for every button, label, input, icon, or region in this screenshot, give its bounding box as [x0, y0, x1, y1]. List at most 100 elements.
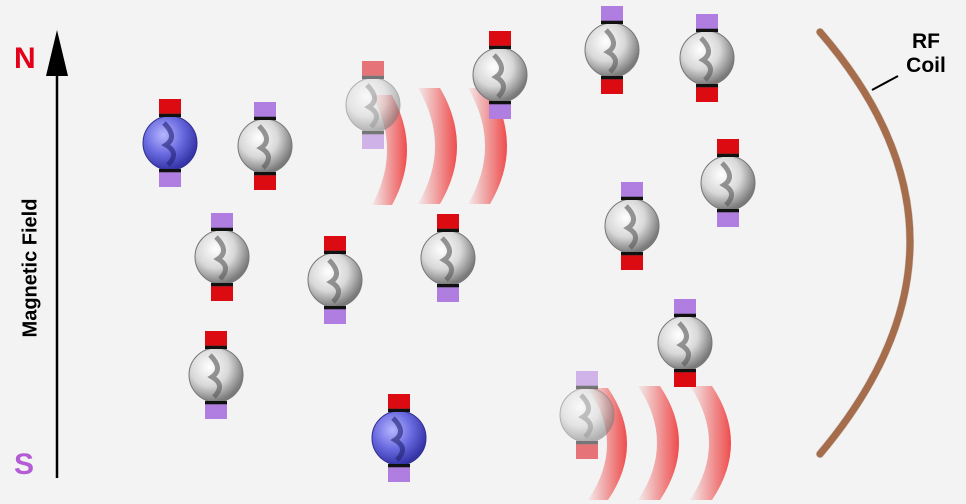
nucleus-bottom-pole — [489, 103, 511, 119]
rf-coil-label-line2: Coil — [906, 54, 946, 77]
nucleus-top-pole — [674, 299, 696, 315]
nucleus-core — [676, 321, 691, 367]
nucleus-band — [489, 46, 511, 49]
nucleus-band — [205, 346, 227, 349]
nucleus-band — [388, 464, 410, 467]
nucleus-bottom-pole — [159, 171, 181, 187]
nucleus-top-pole — [362, 61, 384, 77]
nucleus-top-pole — [576, 371, 598, 387]
rf-waves-lower — [588, 386, 731, 500]
nucleus — [700, 139, 756, 227]
nucleus-core — [719, 161, 734, 207]
nucleus-bottom-pole — [696, 86, 718, 102]
nucleus-core — [578, 393, 593, 439]
nucleus-top-pole — [489, 31, 511, 47]
nucleus-band — [388, 409, 410, 412]
nucleus-band — [601, 21, 623, 24]
south-pole-label: S — [14, 448, 35, 481]
nucleus — [420, 214, 476, 302]
nucleus-top-pole — [159, 99, 181, 115]
nucleus-core — [207, 353, 222, 399]
rf-wave — [418, 88, 457, 204]
nucleus-top-pole — [211, 213, 233, 229]
nucleus — [188, 331, 244, 419]
nucleus-band — [601, 76, 623, 79]
nucleus-band — [576, 386, 598, 389]
nucleus-top-pole — [717, 139, 739, 155]
nucleus-core — [364, 83, 379, 129]
rf-wave — [638, 386, 679, 500]
nucleus-band — [674, 314, 696, 317]
nucleus-top-pole — [437, 214, 459, 230]
nucleus-core — [256, 124, 271, 170]
nucleus-bottom-pole — [621, 254, 643, 270]
nucleus-core — [491, 53, 506, 99]
nucleus-core — [698, 36, 713, 82]
nucleus-band — [621, 252, 643, 255]
nucleus-band — [254, 117, 276, 120]
rf-wave — [690, 386, 731, 500]
nucleus-band — [211, 228, 233, 231]
nucleus — [679, 14, 735, 102]
nucleus — [472, 31, 528, 119]
magnetic-field-label: Magnetic Field — [19, 198, 42, 338]
nucleus-bottom-pole — [576, 443, 598, 459]
nucleus-blue — [142, 99, 198, 187]
nucleus-band — [717, 209, 739, 212]
rf-wave — [372, 95, 407, 205]
rf-coil-label-line1: RF — [912, 30, 940, 53]
nucleus-band — [362, 131, 384, 134]
nucleus-band — [159, 169, 181, 172]
nucleus-bottom-pole — [362, 133, 384, 149]
nucleus-bottom-pole — [601, 78, 623, 94]
nucleus — [307, 236, 363, 324]
nucleus-core — [326, 258, 341, 304]
nucleus-band — [621, 197, 643, 200]
nucleus-band — [211, 283, 233, 286]
nucleus-core — [603, 28, 618, 74]
nucleus-bottom-pole — [205, 403, 227, 419]
nucleus-band — [324, 306, 346, 309]
nucleus-core — [161, 121, 176, 167]
nucleus-bottom-pole — [254, 174, 276, 190]
nucleus-top-pole — [388, 394, 410, 410]
rf-coil-outline — [816, 28, 914, 458]
nucleus-core — [390, 416, 405, 462]
nucleus — [584, 6, 640, 94]
nucleus-blue — [371, 394, 427, 482]
nucleus — [559, 371, 615, 459]
nucleus-top-pole — [205, 331, 227, 347]
rf-coil-leader — [871, 75, 899, 91]
nucleus-bottom-pole — [388, 466, 410, 482]
nucleus-top-pole — [324, 236, 346, 252]
nucleus-band — [254, 172, 276, 175]
nucleus-bottom-pole — [437, 286, 459, 302]
nucleus-band — [576, 441, 598, 444]
magnetic-field-arrow — [46, 30, 68, 478]
nucleus-band — [717, 154, 739, 157]
nucleus-band — [362, 76, 384, 79]
nucleus-band — [205, 401, 227, 404]
nucleus-core — [623, 204, 638, 250]
nucleus-bottom-pole — [674, 371, 696, 387]
rf-coil-label: RF Coil — [898, 30, 954, 78]
nucleus-band — [696, 29, 718, 32]
north-pole-label: N — [14, 42, 36, 75]
nucleus-band — [437, 284, 459, 287]
nucleus-top-pole — [696, 14, 718, 30]
nucleus-core — [213, 235, 228, 281]
nucleus-band — [437, 229, 459, 232]
nucleus-bottom-pole — [324, 308, 346, 324]
nucleus-top-pole — [254, 102, 276, 118]
nucleus-band — [159, 114, 181, 117]
nuclei-group — [142, 6, 756, 482]
nucleus-bottom-pole — [717, 211, 739, 227]
nucleus — [657, 299, 713, 387]
nucleus-band — [674, 369, 696, 372]
rf-wave — [588, 388, 627, 500]
nucleus-top-pole — [621, 182, 643, 198]
rf-coil — [816, 28, 914, 458]
nucleus-band — [696, 84, 718, 87]
nucleus — [345, 61, 401, 149]
